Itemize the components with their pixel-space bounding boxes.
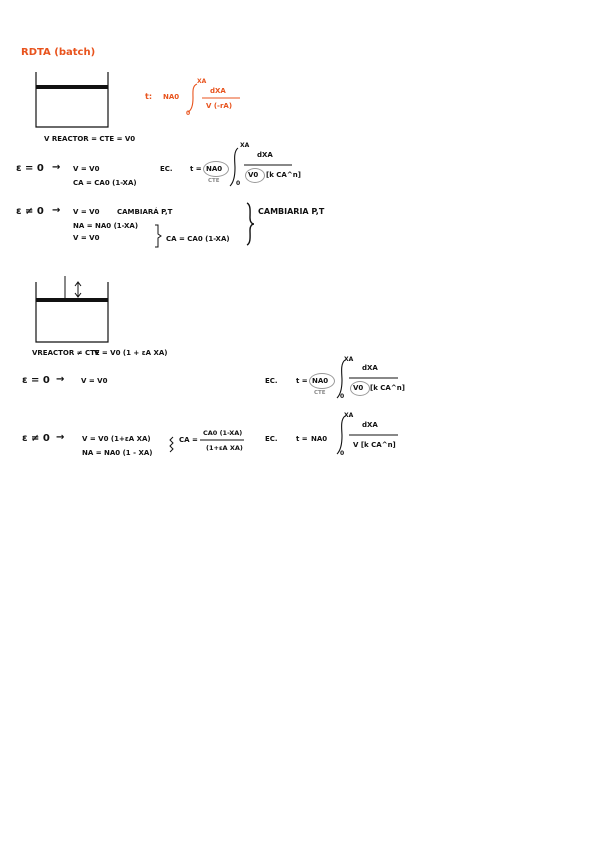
case2-change: CAMBIARÁ P,T [117, 208, 173, 216]
case4-arrow: → [56, 432, 65, 443]
case4-upper: XA [344, 412, 354, 419]
case2-right-note: CAMBIARIA P,T [258, 207, 325, 216]
case2-volume: V = V0 [73, 208, 100, 216]
eq-top-denominator: V (-rA) [206, 102, 233, 110]
case2-volume2: V = V0 [73, 234, 100, 242]
case4-denominator: V [k CA^n] [353, 441, 396, 449]
reactor-diagram-1 [35, 72, 109, 128]
case3-den-v: V0 [353, 384, 364, 392]
case4-condition: ε ≠ 0 [22, 433, 50, 444]
integral-case4 [169, 415, 398, 455]
case4-ca-denominator: (1+εA XA) [206, 444, 243, 452]
case3-v0-circle [350, 381, 370, 396]
case1-den-v: V0 [248, 171, 259, 179]
case3-upper: XA [344, 356, 354, 363]
integral-top [187, 83, 240, 113]
case4-ec: EC. [265, 435, 278, 443]
case1-coef-circle [203, 161, 229, 177]
case4-coef: NA0 [311, 435, 328, 443]
eq-top-numerator: dXA [210, 87, 226, 95]
page-title: RDTA (batch) [21, 47, 96, 58]
case2-arrow: → [52, 205, 61, 216]
case4-t: t = [296, 435, 308, 443]
eq-top-upper: XA [197, 78, 207, 85]
eq-top-coef: NA0 [163, 93, 180, 101]
case4-numerator: dXA [362, 421, 378, 429]
case1-lower: 0 [236, 180, 241, 187]
case1-upper: XA [240, 142, 250, 149]
case1-v0-circle [245, 168, 265, 183]
case2-moles: NA = NA0 (1-XA) [73, 222, 139, 230]
case1-concentration: CA = CA0 (1-XA) [73, 179, 137, 187]
case1-t: t = [190, 165, 202, 173]
case3-t: t = [296, 377, 308, 385]
case4-moles: NA = NA0 (1 - XA) [82, 449, 153, 457]
case1-condition: ε = 0 [16, 163, 44, 174]
integral-case1 [229, 147, 292, 187]
integral-case3 [336, 359, 398, 399]
case3-coef-circle [309, 373, 335, 389]
case1-volume: V = V0 [73, 165, 100, 173]
case3-condition: ε = 0 [22, 375, 50, 386]
case3-lower: 0 [340, 393, 345, 400]
case3-coef: NA0 [312, 377, 329, 385]
case2-concentration: CA = CA0 (1-XA) [166, 235, 230, 243]
case4-ca-numerator: CA0 (1-XA) [203, 429, 243, 437]
case4-volume: V = V0 (1+εA XA) [82, 435, 151, 443]
case3-arrow: → [56, 374, 65, 385]
eq-top-t: t: [145, 92, 153, 101]
reactor-2-volume: V = V0 (1 + εA XA) [94, 349, 168, 357]
case3-coef-note: CTE [314, 390, 326, 396]
case2-condition: ε ≠ 0 [16, 206, 44, 217]
reactor-2-label: VREACTOR ≠ CTE [32, 349, 100, 357]
case1-den-rest: [k CA^n] [266, 171, 301, 179]
eq-top-lower: 0 [186, 110, 191, 117]
case3-numerator: dXA [362, 364, 378, 372]
case3-den-rest: [k CA^n] [370, 384, 405, 392]
reactor-1-label: V REACTOR = CTE = V0 [44, 135, 136, 143]
case3-ec: EC. [265, 377, 278, 385]
case1-numerator: dXA [257, 151, 273, 159]
brace-case2 [155, 202, 255, 248]
case1-arrow: → [52, 162, 61, 173]
case1-coef: NA0 [206, 165, 223, 173]
case1-coef-note: CTE [208, 178, 220, 184]
case4-lower: 0 [340, 450, 345, 457]
case3-volume: V = V0 [81, 377, 108, 385]
reactor-diagram-2 [35, 276, 109, 343]
case4-ca: CA = [179, 436, 198, 444]
case1-ec: EC. [160, 165, 173, 173]
